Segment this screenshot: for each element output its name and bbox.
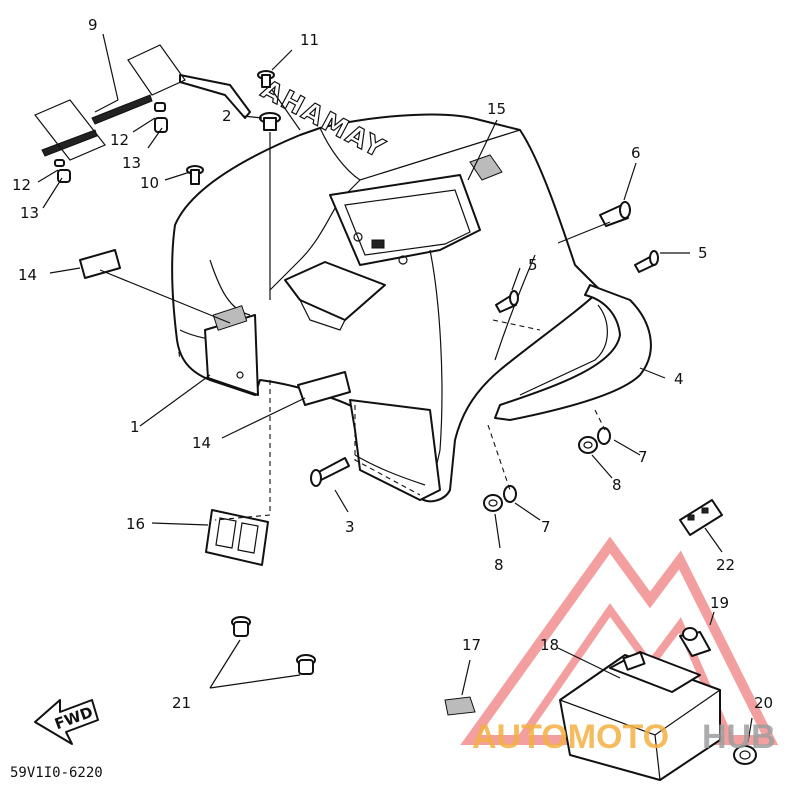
leader-lines	[37, 33, 753, 743]
nut-part-20	[733, 745, 757, 765]
label-part-14-lower	[297, 371, 351, 406]
callout-9: 9	[88, 16, 98, 34]
bolt-part-10	[186, 165, 204, 185]
rear-fender	[171, 113, 601, 503]
callout-13: 13	[20, 204, 39, 222]
bolt-part-19	[679, 627, 711, 657]
label-part-14-upper	[79, 249, 121, 279]
label-part-15	[469, 154, 503, 181]
callout-19: 19	[710, 594, 729, 612]
callout-numbers: 9 11 2 15 6 12 13 12 13 10 5 5 14 4 1 14…	[12, 16, 773, 712]
callout-7: 7	[541, 518, 551, 536]
callout-18: 18	[540, 636, 559, 654]
callout-15: 15	[487, 100, 506, 118]
clip-part-22	[679, 499, 723, 536]
reflector-part-16	[205, 509, 269, 566]
callout-10: 10	[140, 174, 159, 192]
callout-5: 5	[698, 244, 708, 262]
callout-17: 17	[462, 636, 481, 654]
watermark-text: AUTOMOTO HUB	[472, 718, 776, 756]
callout-13: 13	[122, 154, 141, 172]
callout-8: 8	[612, 476, 622, 494]
toolbox-part-18	[559, 651, 721, 781]
callout-8: 8	[494, 556, 504, 574]
bolt-part-3	[310, 457, 350, 487]
washer-part-7-lower	[503, 485, 517, 503]
callout-14: 14	[18, 266, 37, 284]
bushing-part-12-right	[154, 102, 168, 133]
grommet-part-21-a	[231, 616, 251, 637]
screw-part-5-center	[495, 290, 519, 313]
screw-part-5-right	[634, 250, 659, 273]
callout-4: 4	[674, 370, 684, 388]
callout-3: 3	[345, 518, 355, 536]
callout-12: 12	[110, 131, 129, 149]
callout-16: 16	[126, 515, 145, 533]
callout-20: 20	[754, 694, 773, 712]
callout-12: 12	[12, 176, 31, 194]
drawing-code: 59V1I0-6220	[10, 765, 103, 781]
callout-1: 1	[130, 418, 140, 436]
watermark-text-part2: HUB	[702, 718, 776, 756]
grommet-part-21-b	[296, 654, 316, 675]
bolt-part-11	[257, 70, 275, 88]
side-guard-part-4	[494, 284, 652, 421]
callout-11: 11	[300, 31, 319, 49]
nut-part-8-lower	[483, 494, 503, 512]
pad-part-17	[444, 696, 476, 716]
screw-part-6	[599, 201, 631, 227]
fwd-arrow-icon: FWD	[34, 699, 99, 745]
callout-6: 6	[631, 144, 641, 162]
callout-21: 21	[172, 694, 191, 712]
nut-part-8-upper	[578, 436, 598, 454]
rack-stay-part-9	[34, 44, 251, 161]
callout-22: 22	[716, 556, 735, 574]
callout-7: 7	[638, 448, 648, 466]
callout-2: 2	[222, 107, 232, 125]
watermark-text-part1: AUTOMOTO	[472, 718, 669, 756]
callout-14: 14	[192, 434, 211, 452]
callout-5: 5	[528, 256, 538, 274]
washer-part-7-upper	[597, 427, 611, 445]
